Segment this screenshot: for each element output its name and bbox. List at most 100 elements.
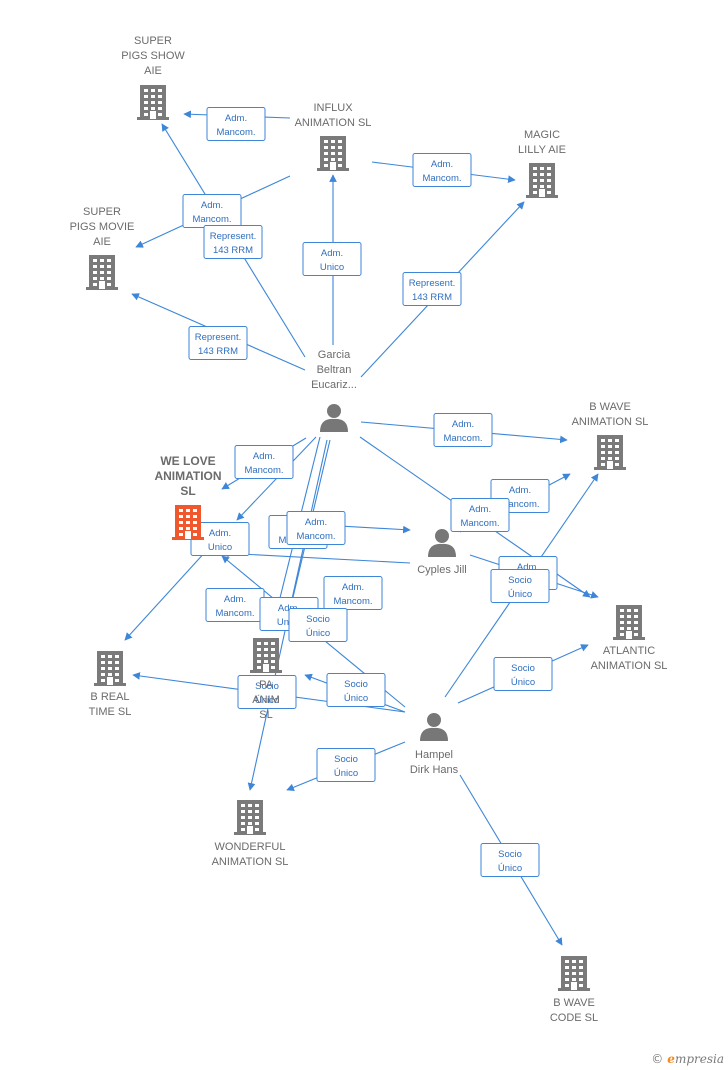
relation-tag-text: Adm.: [321, 248, 343, 259]
node-label: B WAVE: [553, 997, 595, 1009]
building-icon[interactable]: [613, 605, 645, 640]
node-label: Cyples Jill: [417, 564, 467, 576]
relation-tag-text: 143 RRM: [213, 245, 253, 256]
relation-tag-text: Mancom.: [216, 127, 255, 138]
person-icon[interactable]: [320, 404, 348, 432]
relation-tag-text: Adm.: [224, 594, 246, 605]
copyright-icon: ©: [651, 1052, 664, 1066]
node-cyples[interactable]: Cyples Jill: [417, 529, 467, 576]
node-label: ANIMATION SL: [572, 416, 649, 428]
node-label: B WAVE: [589, 401, 631, 413]
relation-tag-text: Socio: [334, 754, 358, 765]
relation-tag-text: Único: [334, 768, 358, 779]
relation-tag[interactable]: Adm.Mancom.: [412, 153, 472, 187]
node-label: INFLUX: [313, 102, 353, 114]
building-icon[interactable]: [558, 956, 590, 991]
node-label: MAGIC: [524, 129, 560, 141]
person-icon[interactable]: [428, 529, 456, 557]
building-icon[interactable]: [137, 85, 169, 120]
relation-tag-text: Adm.: [225, 113, 247, 124]
relation-tag-text: Unico: [320, 262, 344, 273]
relation-tag-text: Único: [508, 589, 532, 600]
node-label: LILLY AIE: [518, 144, 566, 156]
relation-tag[interactable]: Represent.143 RRM: [402, 272, 462, 306]
relation-tag-text: Adm.: [209, 528, 231, 539]
brand-name: mpresia: [674, 1052, 724, 1066]
node-label: PIGS SHOW: [121, 50, 185, 62]
node-influx[interactable]: INFLUX ANIMATION SL: [295, 102, 372, 171]
relation-tag-text: Adm.: [517, 562, 539, 573]
relation-tag[interactable]: Adm.Mancom.: [433, 413, 493, 447]
node-label: ANIMATION SL: [295, 117, 372, 129]
building-icon[interactable]: [526, 163, 558, 198]
node-label: PIGS MOVIE: [70, 221, 135, 233]
node-label: ATLANTIC: [603, 645, 655, 657]
node-label: ANIM: [252, 694, 280, 706]
node-label: ANIMATION SL: [212, 856, 289, 868]
node-label: B REAL: [90, 691, 129, 703]
relation-tag[interactable]: Adm. Unico: [302, 242, 362, 276]
node-garcia[interactable]: GarciaBeltranEucariz...: [311, 349, 357, 432]
relation-tag[interactable]: Adm.Mancom.: [450, 498, 510, 532]
relation-tag[interactable]: Adm. Mancom.: [206, 107, 266, 141]
building-icon[interactable]: [317, 136, 349, 171]
relation-tag-text: Mancom.: [215, 608, 254, 619]
node-super-pigs-show[interactable]: SUPER PIGS SHOW AIE: [121, 35, 185, 120]
node-atlantic[interactable]: ATLANTIC ANIMATION SL: [591, 605, 668, 672]
building-icon[interactable]: [234, 800, 266, 835]
relation-tag-text: Mancom.: [333, 596, 372, 607]
node-label: SUPER: [134, 35, 172, 47]
building-icon[interactable]: [250, 638, 282, 673]
building-icon[interactable]: [86, 255, 118, 290]
relation-tag[interactable]: Adm.Mancom.: [286, 511, 346, 545]
node-label: AIE: [144, 65, 162, 77]
relation-tag[interactable]: Adm.Mancom.: [323, 576, 383, 610]
node-b-wave-animation[interactable]: B WAVE ANIMATION SL: [572, 401, 649, 470]
node-label: WE LOVE: [160, 454, 215, 468]
node-label: SL: [180, 484, 195, 498]
node-label: SL: [259, 709, 272, 721]
relation-tag-text: Unico: [208, 542, 232, 553]
relation-tag-text: Adm.: [431, 159, 453, 170]
node-b-wave-code[interactable]: B WAVE CODE SL: [550, 956, 598, 1024]
node-label: WONDERFUL: [215, 841, 286, 853]
relation-tag-text: Único: [255, 695, 279, 706]
relation-tag-text: Socio: [306, 614, 330, 625]
brand-initial: e: [667, 1052, 675, 1066]
node-label: Hampel: [415, 749, 453, 761]
empresia-brand[interactable]: ©empresia: [651, 1052, 724, 1066]
node-label: CODE SL: [550, 1012, 598, 1024]
relation-tag-text: Único: [498, 863, 522, 874]
node-wonderful[interactable]: WONDERFUL ANIMATION SL: [212, 800, 289, 868]
building-icon[interactable]: [594, 435, 626, 470]
relation-tag[interactable]: Adm. Mancom.: [205, 588, 265, 622]
relation-tag-text: Represent.: [195, 332, 241, 343]
node-label: ANIMATION SL: [591, 660, 668, 672]
building-icon[interactable]: [94, 651, 126, 686]
relation-tag-text: Socio: [511, 663, 535, 674]
node-label: Beltran: [317, 364, 352, 376]
relation-tag-text: Adm.: [201, 200, 223, 211]
node-magic-lilly[interactable]: MAGIC LILLY AIE: [518, 129, 566, 198]
relation-tag-text: Mancom.: [443, 433, 482, 444]
relation-tag-text: Adm.: [305, 517, 327, 528]
relation-tag[interactable]: Represent.143 RRM: [203, 225, 263, 259]
person-icon[interactable]: [420, 713, 448, 741]
focus-building-icon[interactable]: [172, 505, 204, 540]
relation-tag[interactable]: Adm.Mancom.: [182, 194, 242, 228]
relation-tag[interactable]: Represent.143 RRM: [188, 326, 248, 360]
relation-tag[interactable]: Adm.Mancom.: [234, 445, 294, 479]
